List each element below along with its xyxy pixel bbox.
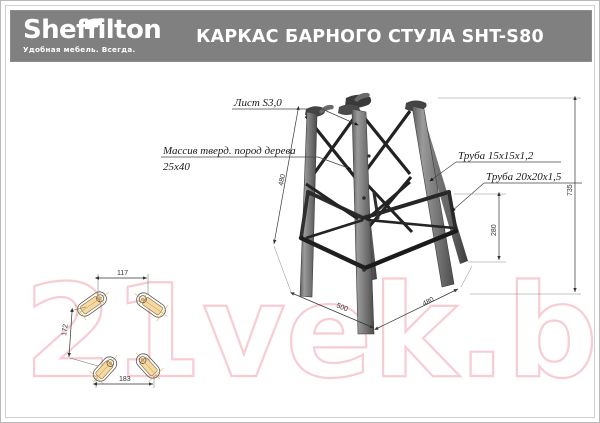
dim-bracket-side-span: 172	[61, 306, 99, 367]
brand-logo: Sheffilton Удобная мебель. Всегда.	[23, 15, 162, 59]
dim-leg-length: 480	[273, 105, 300, 245]
fastener-marks	[307, 154, 449, 272]
bar-stool-frame-model	[298, 92, 468, 335]
leg-front-center	[351, 108, 375, 335]
dim-value-172: 172	[61, 324, 70, 337]
bracket-bottom-right	[135, 352, 164, 382]
page-inner-frame	[5, 5, 595, 418]
leader-annotations: Лист S3,0 Массив тверд. пород дерева 25x…	[161, 97, 582, 212]
brand-wordmark: Sheffilton	[23, 15, 162, 45]
header-bar: Sheffilton Удобная мебель. Всегда. КАРКА…	[10, 10, 592, 62]
leader-wood: Массив тверд. пород дерева 25x40	[161, 145, 352, 173]
dim-value-735: 735	[567, 184, 574, 196]
leader-tube-20: Труба 20x20x1,5	[451, 171, 582, 212]
dim-value-183: 183	[119, 376, 131, 383]
dim-value-500: 500	[335, 302, 349, 313]
label-wood-massive: Массив тверд. пород дерева	[162, 145, 296, 157]
lower-braces	[305, 180, 455, 240]
dim-value-117: 117	[117, 270, 128, 277]
dim-base-width: 500	[273, 245, 375, 329]
page-title: КАРКАС БАРНОГО СТУЛА SHT-S80	[196, 27, 544, 47]
dim-footrest-height: 280	[454, 191, 506, 263]
dimension-annotations: 480 735 280 500	[273, 95, 581, 330]
bracket-top-right	[134, 292, 169, 322]
dim-total-height: 735	[438, 95, 581, 295]
dim-value-480-base: 480	[422, 296, 436, 308]
dim-bracket-bottom-span: 183	[92, 376, 155, 388]
label-tube-15: Труба 15x15x1,2	[458, 150, 534, 162]
dim-value-280: 280	[491, 224, 498, 236]
label-sheet: Лист S3,0	[233, 97, 282, 109]
bracket-bottom-left	[89, 355, 118, 385]
label-tube-20: Труба 20x20x1,5	[486, 171, 562, 183]
dim-base-depth: 480	[374, 265, 473, 330]
technical-drawing-canvas: Лист S3,0 Массив тверд. пород дерева 25x…	[61, 92, 582, 388]
dim-value-480-leg: 480	[278, 174, 287, 187]
flag-icon	[85, 18, 102, 29]
leg-front-left	[299, 111, 318, 298]
bracket-plan-view: 117 172 183	[61, 270, 169, 388]
leader-tube-15: Труба 15x15x1,2	[429, 150, 561, 182]
label-wood-section: 25x40	[163, 161, 190, 173]
brand-tagline: Удобная мебель. Всегда.	[23, 45, 136, 54]
bracket-top-left	[74, 291, 109, 321]
dim-bracket-top-span: 117	[94, 270, 149, 294]
